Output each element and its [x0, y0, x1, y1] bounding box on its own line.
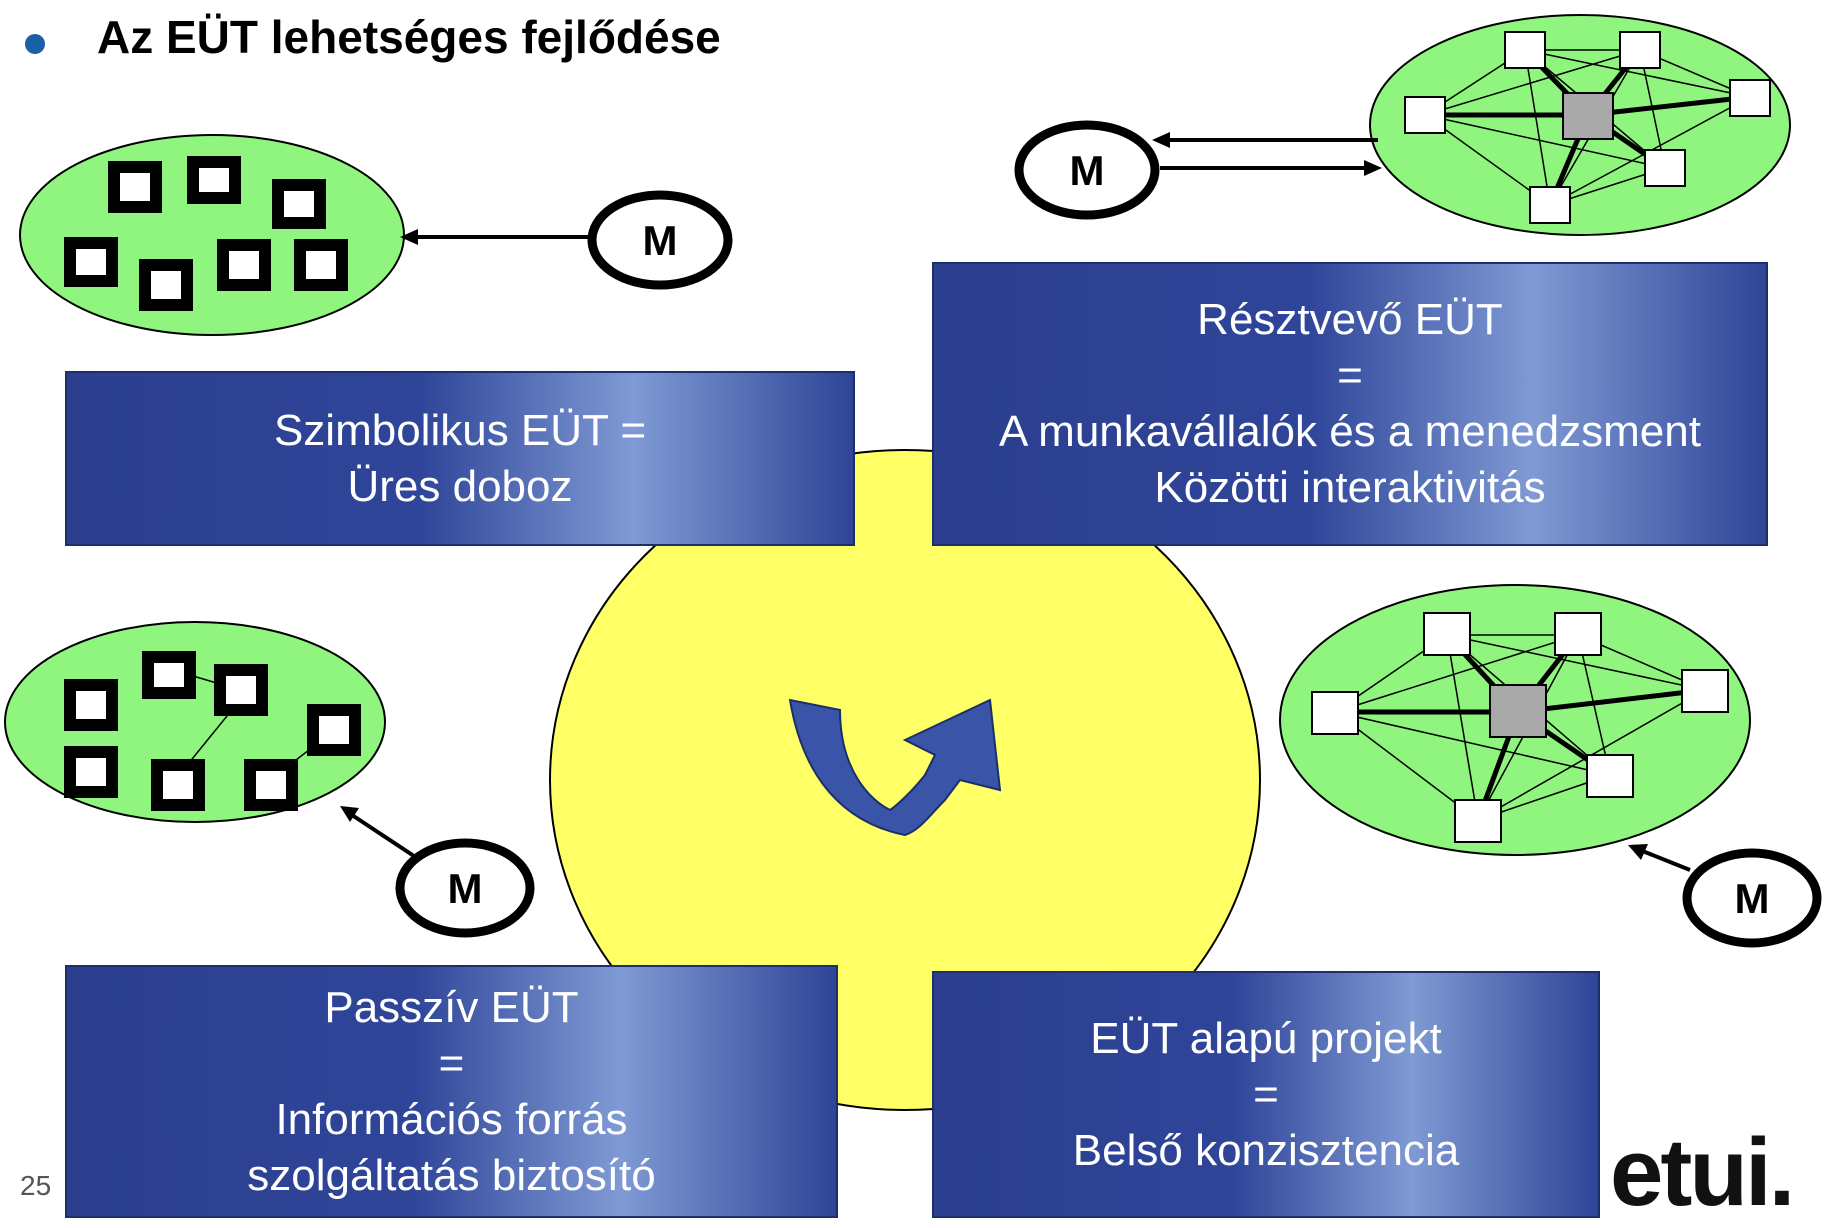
project-box: EÜT alapú projekt = Belső konzisztencia [932, 971, 1600, 1218]
participative-line3: A munkavállalók és a menedzsment [999, 407, 1701, 456]
participative-box: Résztvevő EÜT = A munkavállalók és a men… [932, 262, 1768, 546]
passive-line2: = [438, 1038, 465, 1088]
participative-cluster [1369, 14, 1791, 236]
symbolic-box: Szimbolikus EÜT = Üres doboz [65, 371, 855, 546]
symbolic-line1: Szimbolikus EÜT = [273, 405, 647, 455]
svg-text:M: M [1735, 875, 1770, 922]
management-node-1: M [587, 190, 733, 290]
management-node-3: M [395, 838, 535, 938]
participative-line4: Közötti interaktivitás [1154, 463, 1546, 512]
management-node-4: M [1682, 848, 1822, 948]
passive-cluster [4, 621, 386, 823]
participative-line2: = [1337, 351, 1363, 400]
project-line3: Belső konzisztencia [1072, 1125, 1460, 1175]
title-bullet-icon [25, 34, 45, 54]
passive-line4: szolgáltatás biztosító [247, 1150, 656, 1200]
center-circle [549, 449, 1261, 1111]
symbolic-line2: Üres doboz [347, 461, 573, 511]
cycle-arrow-icon [788, 698, 1002, 837]
page-number: 25 [20, 1170, 52, 1201]
project-line1: EÜT alapú projekt [1090, 1013, 1442, 1063]
svg-text:M: M [448, 865, 483, 912]
slide-title: Az EÜT lehetséges fejlődése [97, 11, 721, 63]
passive-box: Passzív EÜT = Információs forrás szolgál… [65, 965, 838, 1218]
svg-text:M: M [1070, 147, 1105, 194]
symbolic-cluster [19, 134, 405, 336]
project-line2: = [1253, 1069, 1279, 1119]
management-node-2: M [1014, 120, 1160, 220]
passive-line3: Információs forrás [275, 1094, 628, 1144]
passive-line1: Passzív EÜT [324, 982, 579, 1032]
project-cluster [1279, 584, 1751, 856]
etui-logo: etui. [1610, 1119, 1795, 1226]
svg-text:M: M [643, 217, 678, 264]
participative-line1: Résztvevő EÜT [1197, 295, 1503, 344]
